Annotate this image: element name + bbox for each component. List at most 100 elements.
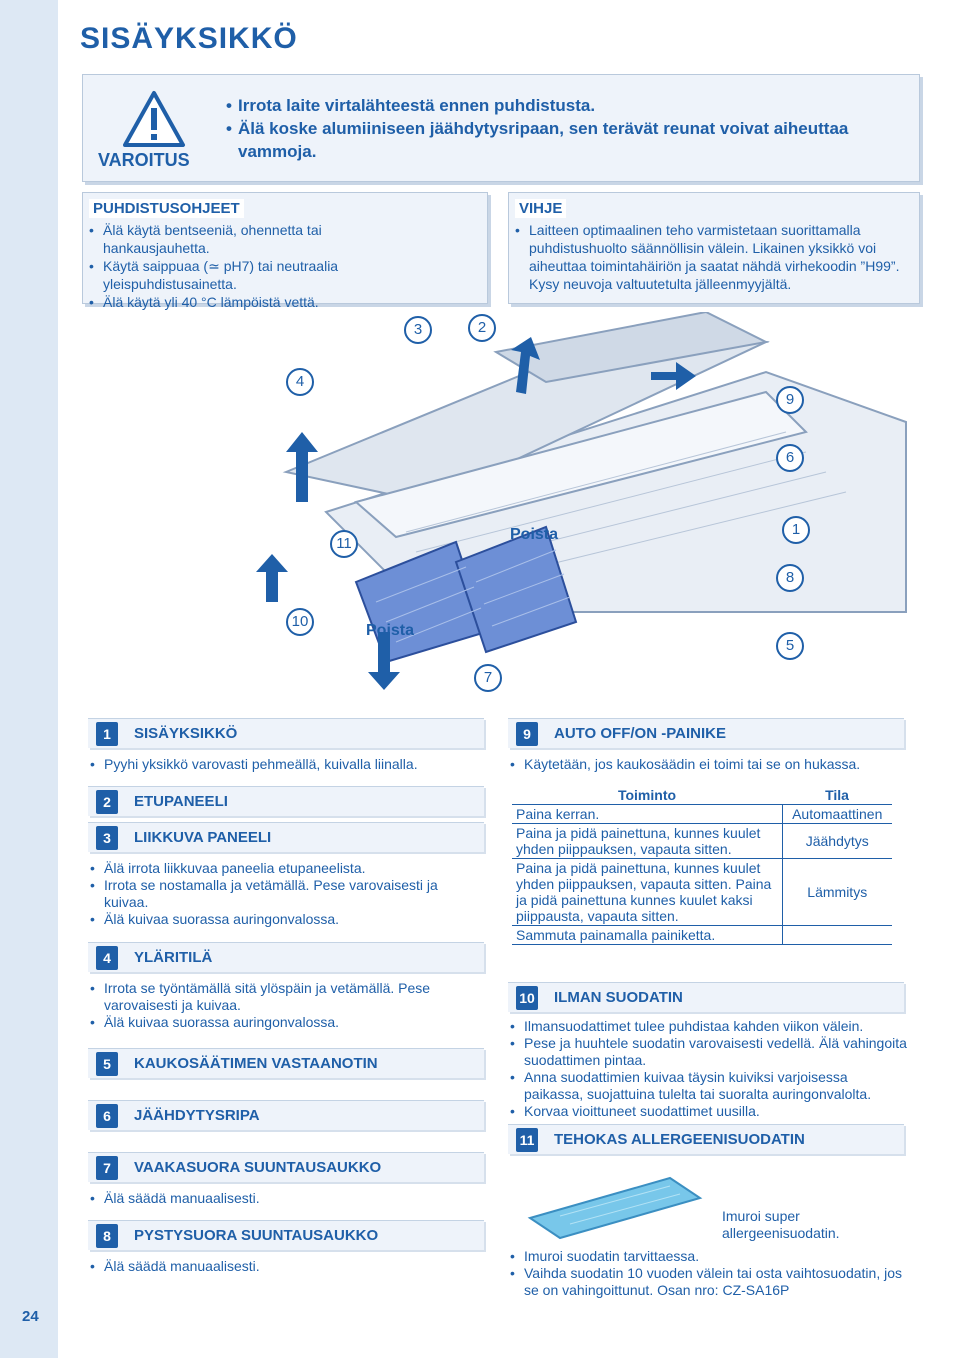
warning-triangle-icon xyxy=(123,91,185,147)
tip-title: VIHJE xyxy=(515,199,567,218)
section-horizontal-vane-list: Älä säädä manuaalisesti. xyxy=(88,1190,484,1207)
section-title: JÄÄHDYTYSRIPA xyxy=(134,1107,260,1124)
section-title: TEHOKAS ALLERGEENISUODATIN xyxy=(554,1131,805,1148)
callout-7: 7 xyxy=(474,664,502,692)
page-margin-bar xyxy=(0,0,58,1358)
list-item: Vaihda suodatin 10 vuoden välein tai ost… xyxy=(508,1265,908,1299)
section-number: 8 xyxy=(96,1224,118,1248)
section-allergen-filter-list: Imuroi suodatin tarvittaessa. Vaihda suo… xyxy=(508,1248,908,1299)
list-item: Irrota se työntämällä sitä ylöspäin ja v… xyxy=(88,980,484,1014)
allergen-caption: Imuroi super allergeenisuodatin. xyxy=(722,1208,840,1241)
section-allergen-filter: 11 TEHOKAS ALLERGEENISUODATIN xyxy=(508,1124,904,1154)
section-title: KAUKOSÄÄTIMEN VASTAANOTIN xyxy=(134,1055,378,1072)
table-cell: Paina ja pidä painettuna, kunnes kuulet … xyxy=(512,823,783,859)
list-item: Älä säädä manuaalisesti. xyxy=(88,1258,484,1275)
section-horizontal-vane: 7 VAAKASUORA SUUNTAUSAUKKO xyxy=(88,1152,484,1182)
section-front-panel: 2 ETUPANEELI xyxy=(88,786,484,816)
movement-arrows xyxy=(256,337,696,690)
list-item: Pese ja huuhtele suodatin varovaisesti v… xyxy=(508,1035,908,1069)
grille xyxy=(353,390,808,539)
list-item: Älä käytä yli 40 °C lämpöistä vettä. xyxy=(87,293,377,311)
section-top-grille: 4 YLÄRITILÄ xyxy=(88,942,484,972)
movable-panel xyxy=(493,312,770,384)
section-number: 11 xyxy=(516,1128,538,1152)
warning-text: Irrota laite virtalähteestä ennen puhdis… xyxy=(226,94,916,163)
callout-4: 4 xyxy=(286,368,314,396)
section-cooling-fin: 6 JÄÄHDYTYSRIPA xyxy=(88,1100,484,1130)
section-number: 7 xyxy=(96,1156,118,1180)
section-number: 10 xyxy=(516,986,538,1010)
list-item: Imuroi suodatin tarvittaessa. xyxy=(508,1248,908,1265)
tip-list: Laitteen optimaalinen teho varmistetaan … xyxy=(513,221,908,293)
table-cell: Paina kerran. xyxy=(512,804,783,824)
section-top-grille-list: Irrota se työntämällä sitä ylöspäin ja v… xyxy=(88,980,484,1031)
table-row: Paina ja pidä painettuna, kunnes kuulet … xyxy=(512,858,892,926)
warning-label: VAROITUS xyxy=(98,150,190,170)
warning-line: Irrota laite virtalähteestä ennen puhdis… xyxy=(226,94,916,117)
section-title: ILMAN SUODATIN xyxy=(554,989,683,1006)
list-item: Älä säädä manuaalisesti. xyxy=(88,1190,484,1207)
remove-label: Poista xyxy=(510,526,559,543)
table-row: Paina ja pidä painettuna, kunnes kuulet … xyxy=(512,823,892,859)
table-cell: Sammuta painamalla painiketta. xyxy=(512,925,783,945)
section-movable-panel: 3 LIIKKUVA PANEELI xyxy=(88,822,484,852)
list-item: Laitteen optimaalinen teho varmistetaan … xyxy=(513,221,908,293)
cleaning-title: PUHDISTUSOHJEET xyxy=(89,199,244,218)
cleaning-instructions-box: PUHDISTUSOHJEET Älä käytä bentseeniä, oh… xyxy=(82,192,488,311)
table-cell: Jäähdytys xyxy=(782,823,892,859)
filter-mesh xyxy=(375,549,571,643)
cleaning-list: Älä käytä bentseeniä, ohennetta tai hank… xyxy=(87,221,377,311)
section-number: 1 xyxy=(96,722,118,746)
list-item: Korvaa vioittuneet suodattimet uusilla. xyxy=(508,1103,908,1120)
section-indoor-unit: 1 SISÄYKSIKKÖ xyxy=(88,718,484,748)
callout-3: 3 xyxy=(404,316,432,344)
section-movable-panel-list: Älä irrota liikkuvaa paneelia etupaneeli… xyxy=(88,860,484,928)
table-row: Sammuta painamalla painiketta. xyxy=(512,925,892,945)
list-item: Älä käytä bentseeniä, ohennetta tai hank… xyxy=(87,221,377,257)
section-vertical-vane-list: Älä säädä manuaalisesti. xyxy=(88,1258,484,1275)
section-air-filter-list: Ilmansuodattimet tulee puhdistaa kahden … xyxy=(508,1018,908,1120)
list-item: Älä kuivaa suorassa auringonvalossa. xyxy=(88,911,484,928)
section-remote-receiver: 5 KAUKOSÄÄTIMEN VASTAANOTIN xyxy=(88,1048,484,1078)
callout-6: 6 xyxy=(776,444,804,472)
list-item: Älä kuivaa suorassa auringonvalossa. xyxy=(88,1014,484,1031)
list-item: Ilmansuodattimet tulee puhdistaa kahden … xyxy=(508,1018,908,1035)
section-number: 2 xyxy=(96,790,118,814)
list-item: Käytä saippuaa (≃ pH7) tai neutraalia yl… xyxy=(87,257,377,293)
section-title: SISÄYKSIKKÖ xyxy=(134,725,238,742)
warning-line: Älä koske alumiiniseen jäähdytysripaan, … xyxy=(226,117,916,163)
section-title: VAAKASUORA SUUNTAUSAUKKO xyxy=(134,1159,382,1176)
auto-button-table: Toiminto Tila Paina kerran. Automaattine… xyxy=(512,786,892,945)
section-auto-button-list: Käytetään, jos kaukosäädin ei toimi tai … xyxy=(508,756,908,773)
page-title: SISÄYKSIKKÖ xyxy=(80,22,298,55)
remove-label: Poista xyxy=(366,622,415,639)
tip-box: VIHJE Laitteen optimaalinen teho varmist… xyxy=(508,192,920,304)
list-item: Irrota se nostamalla ja vetämällä. Pese … xyxy=(88,877,484,911)
table-cell xyxy=(782,925,892,945)
callout-9: 9 xyxy=(776,386,804,414)
section-number: 6 xyxy=(96,1104,118,1128)
section-title: AUTO OFF/ON -PAINIKE xyxy=(554,725,726,742)
callout-8: 8 xyxy=(776,564,804,592)
list-item: Anna suodattimien kuivaa täysin kuiviksi… xyxy=(508,1069,908,1103)
callout-5: 5 xyxy=(776,632,804,660)
section-title: LIIKKUVA PANEELI xyxy=(134,829,272,846)
callout-11: 11 xyxy=(330,530,358,558)
section-number: 3 xyxy=(96,826,118,850)
section-air-filter: 10 ILMAN SUODATIN xyxy=(508,982,904,1012)
section-title: PYSTYSUORA SUUNTAUSAUKKO xyxy=(134,1227,379,1244)
table-cell: Paina ja pidä painettuna, kunnes kuulet … xyxy=(512,858,783,926)
air-filter-right xyxy=(454,525,578,654)
callout-2: 2 xyxy=(468,314,496,342)
table-cell: Lämmitys xyxy=(782,858,892,926)
list-item: Käytetään, jos kaukosäädin ei toimi tai … xyxy=(508,756,908,773)
table-header: Toiminto xyxy=(512,786,782,805)
section-title: ETUPANEELI xyxy=(134,793,228,810)
list-item: Älä irrota liikkuvaa paneelia etupaneeli… xyxy=(88,860,484,877)
allergen-filter-illustration xyxy=(527,1176,703,1240)
list-item: Pyyhi yksikkö varovasti pehmeällä, kuiva… xyxy=(88,756,484,773)
section-vertical-vane: 8 PYSTYSUORA SUUNTAUSAUKKO xyxy=(88,1220,484,1250)
page-number: 24 xyxy=(22,1308,39,1325)
table-cell: Automaattinen xyxy=(782,804,892,824)
section-number: 5 xyxy=(96,1052,118,1076)
